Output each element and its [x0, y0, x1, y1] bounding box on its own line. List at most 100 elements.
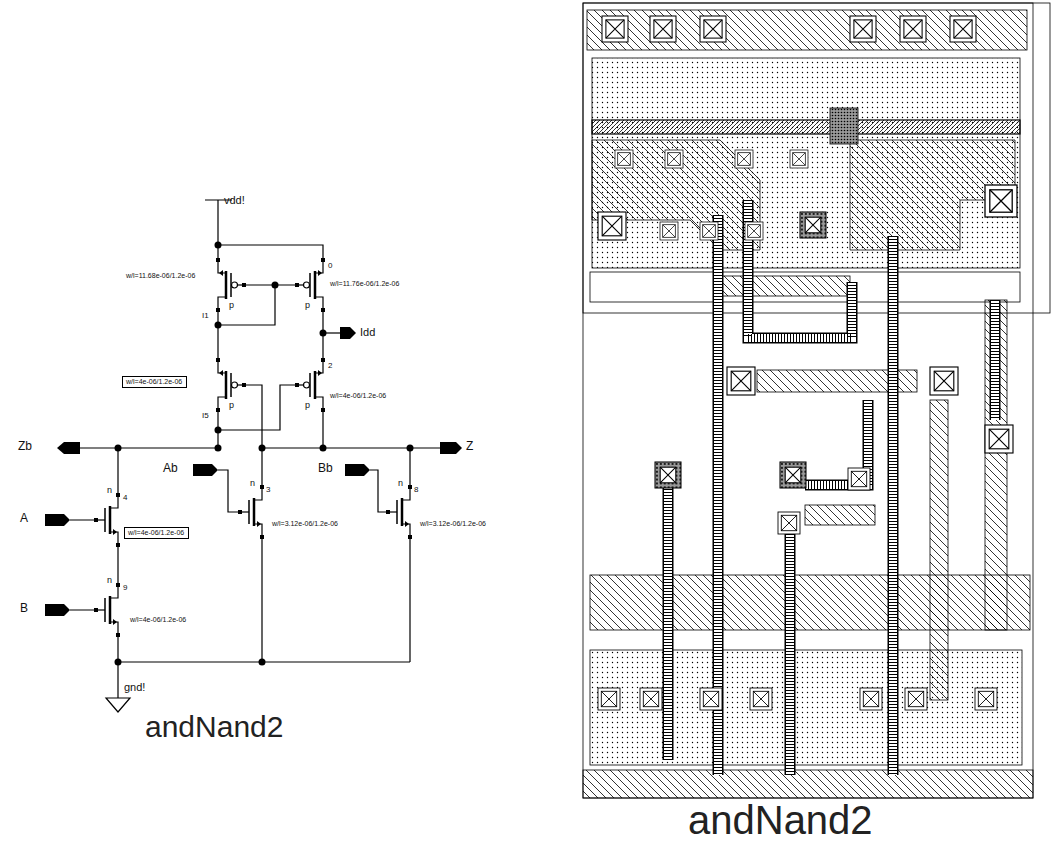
- layout-contact: [598, 212, 626, 240]
- device-type: n: [250, 479, 255, 489]
- pin-name: Zb: [18, 440, 32, 453]
- layout-contact: [727, 367, 755, 395]
- pin-name-holder: Bb: [318, 462, 333, 475]
- layout-contact: [975, 688, 997, 710]
- pin-name-holder: B: [20, 602, 28, 615]
- layout-contact: [655, 462, 681, 488]
- layout-contact: [780, 462, 806, 488]
- pin-name: A: [20, 512, 28, 525]
- instance-number: 8: [414, 486, 418, 495]
- size-label-holder: w/l=4e-06/1.2e-06: [130, 616, 186, 624]
- instance-number: I1: [202, 312, 209, 321]
- junction-dot: [115, 242, 414, 666]
- cell-name-holder: andNand2: [688, 800, 873, 840]
- junction-dot: [272, 282, 279, 289]
- layout-contact: [640, 688, 662, 710]
- layout-contact: [900, 16, 926, 42]
- layout-contact: [660, 222, 678, 240]
- size-label-holder: w/l=11.76e-06/1.2e-06: [330, 280, 399, 288]
- layout-contact: [985, 185, 1017, 217]
- junction-dot: [215, 427, 222, 434]
- pin-symbol: [340, 327, 356, 339]
- device-type-holder: p: [229, 401, 234, 411]
- pin-symbol: [193, 464, 218, 476]
- nmos-symbol: [94, 485, 412, 637]
- size-label: w/l=11.76e-06/1.2e-06: [330, 280, 399, 288]
- layout-art: [592, 120, 1020, 134]
- poly-track: [748, 200, 852, 338]
- device-type: p: [229, 301, 234, 311]
- boxed-size-label: w/l=4e-06/1.2e-06: [122, 376, 187, 388]
- layout-art: [583, 3, 1050, 313]
- poly-track: [748, 200, 852, 338]
- instance-number: I5: [202, 412, 209, 421]
- pin-symbol: [45, 604, 70, 616]
- poly-track: [668, 200, 995, 775]
- pmos-symbol: [216, 258, 325, 412]
- poly-track: [668, 200, 995, 775]
- layout-art: [805, 505, 875, 525]
- poly-track: [663, 480, 674, 760]
- layout-contact: [735, 150, 753, 168]
- layout-contact: [750, 688, 772, 710]
- pin-name: B: [20, 602, 28, 615]
- poly-track: [786, 528, 794, 775]
- instance-number-holder: 8: [414, 486, 418, 495]
- ground-symbol: [106, 698, 130, 712]
- size-label-holder: w/l=11.68e-06/1.2e-06: [126, 272, 195, 280]
- pmos-symbol: [216, 358, 246, 412]
- schematic-wire: [244, 385, 262, 448]
- device-type-holder: n: [398, 479, 403, 489]
- schematic-wire: [370, 448, 410, 662]
- pin-symbol: [45, 514, 70, 526]
- size-label: w/l=4e-06/1.2e-06: [128, 529, 191, 537]
- nmos-symbol: [94, 493, 120, 547]
- pin-symbol: [45, 327, 462, 616]
- schematic-wire: [244, 284, 297, 285]
- device-type: n: [107, 576, 112, 586]
- schematic-wire: [205, 200, 232, 260]
- poly-track: [888, 236, 899, 775]
- pin-name-holder: Zb: [18, 440, 32, 453]
- net-name: vdd!: [224, 194, 245, 206]
- layout-contact: [850, 16, 876, 42]
- pin-name-holder: Z: [466, 440, 473, 453]
- junction-dot: [259, 445, 266, 452]
- pin-name: Ab: [163, 462, 178, 475]
- pin-name-holder: Ab: [163, 462, 178, 475]
- layout-art: [592, 140, 760, 250]
- boxed-size-label: w/l=4e-06/1.2e-06: [124, 527, 189, 539]
- pin-symbol: [57, 442, 80, 454]
- device-type-holder: p: [229, 301, 234, 311]
- schematic-wire: [218, 385, 297, 430]
- layout-contact: [665, 150, 683, 168]
- layout-art: [592, 58, 1020, 268]
- schematic-wire: [218, 245, 323, 260]
- layout-art: [587, 10, 1027, 50]
- instance-number-holder: 9: [123, 584, 127, 593]
- device-type: p: [229, 401, 234, 411]
- pin-symbol: [345, 464, 370, 476]
- layout-contact: [800, 212, 826, 238]
- junction-dot: [215, 445, 222, 452]
- layout-contact: [860, 688, 882, 710]
- layout-art: [583, 770, 1033, 798]
- instance-number-holder: 0: [328, 262, 332, 271]
- poly-track: [664, 480, 672, 760]
- poly-track: [889, 236, 897, 775]
- junction-dot: [215, 322, 222, 329]
- ground-symbol: [106, 698, 130, 712]
- size-label: w/l=3.12e-06/1.2e-06: [272, 520, 338, 528]
- device-type: p: [305, 401, 310, 411]
- poly-track: [991, 300, 999, 420]
- layout-contact: [950, 16, 976, 42]
- layout-contact: [848, 468, 870, 490]
- layout-contact: [790, 150, 808, 168]
- pmos-symbol: [295, 258, 325, 312]
- device-type-holder: n: [107, 486, 112, 496]
- junction-dot: [320, 330, 327, 337]
- nmos-symbol: [386, 485, 412, 539]
- schematic-wire: [218, 448, 262, 662]
- size-label: w/l=11.68e-06/1.2e-06: [126, 272, 195, 280]
- size-label-holder: w/l=3.12e-06/1.2e-06: [420, 520, 486, 528]
